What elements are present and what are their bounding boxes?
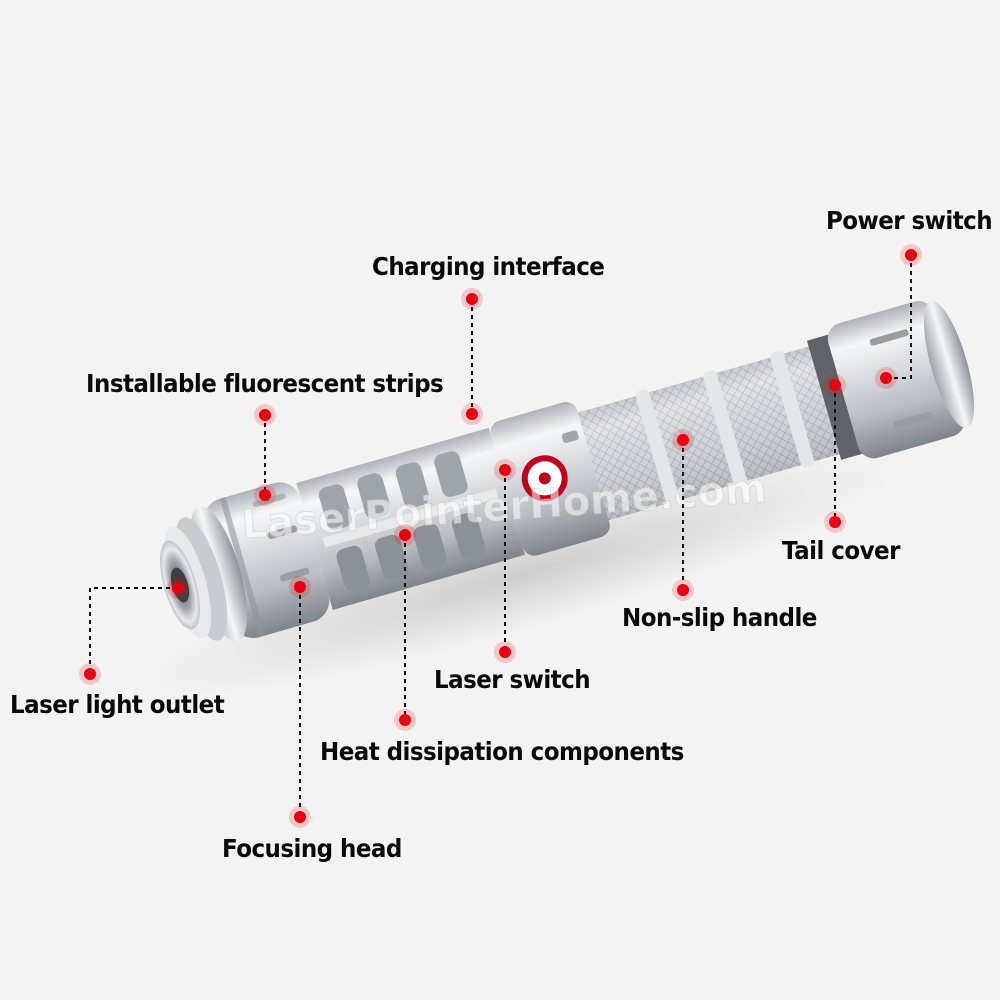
marker-dot-focusing-head-0	[294, 581, 306, 593]
switch-collar	[490, 402, 610, 556]
marker-dot-laser-light-outlet-0	[172, 582, 184, 594]
marker-dot-non-slip-handle-1	[677, 584, 689, 596]
marker-dot-non-slip-handle-0	[677, 434, 689, 446]
non-slip-handle-part	[577, 346, 840, 521]
device-shadow	[135, 452, 905, 698]
marker-dot-focusing-head-1	[294, 811, 306, 823]
leader-line-laser-light-outlet	[89, 587, 178, 674]
leader-line-power-switch	[886, 255, 912, 379]
label-focusing-head: Focusing head	[222, 834, 402, 863]
tail-cover-part	[806, 300, 975, 460]
label-power-switch: Power switch	[826, 206, 993, 235]
marker-dot-heat-dissipation-components-1	[399, 714, 411, 726]
marker-dot-heat-dissipation-components-0	[399, 529, 411, 541]
marker-dot-power-switch-0	[905, 249, 917, 261]
label-tail-cover: Tail cover	[782, 536, 900, 565]
marker-dot-laser-switch-0	[499, 464, 511, 476]
marker-dot-charging-interface-1	[466, 408, 478, 420]
label-heat-dissipation-components: Heat dissipation components	[320, 737, 684, 766]
marker-dot-laser-switch-1	[499, 646, 511, 658]
callout-markers	[79, 244, 922, 828]
marker-dot-installable-fluorescent-strips-1	[259, 489, 271, 501]
marker-dot-tail-cover-0	[829, 379, 841, 391]
label-installable-fluorescent-strips: Installable fluorescent strips	[86, 369, 444, 398]
heat-dissipation-section	[296, 427, 526, 610]
marker-dot-laser-light-outlet-1	[84, 668, 96, 680]
label-laser-light-outlet: Laser light outlet	[10, 690, 225, 719]
laser-pointer-device	[160, 300, 975, 642]
marker-dot-installable-fluorescent-strips-0	[259, 409, 271, 421]
label-laser-switch: Laser switch	[434, 665, 591, 694]
label-charging-interface: Charging interface	[372, 252, 605, 281]
label-non-slip-handle: Non-slip handle	[622, 603, 817, 632]
marker-dot-charging-interface-0	[466, 293, 478, 305]
marker-dot-tail-cover-1	[829, 516, 841, 528]
callout-leaders	[89, 255, 912, 817]
marker-dot-power-switch-1	[880, 372, 892, 384]
